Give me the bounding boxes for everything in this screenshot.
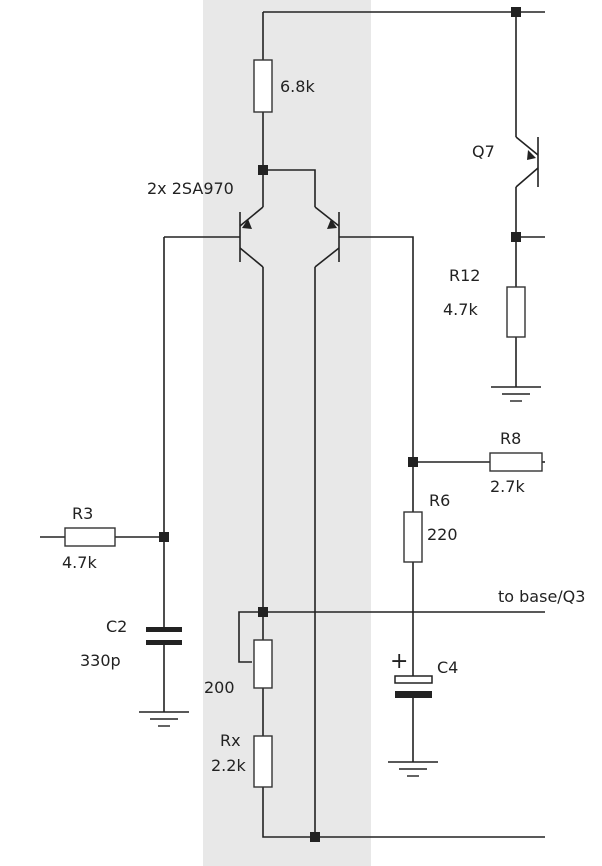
junction-dots bbox=[159, 7, 521, 842]
r6-value: 220 bbox=[427, 525, 458, 544]
resistor-r3 bbox=[64, 527, 116, 547]
resistor-6k8 bbox=[253, 59, 273, 113]
ground-icon bbox=[491, 386, 541, 402]
r8-value: 2.7k bbox=[490, 477, 525, 496]
ground-icon bbox=[388, 761, 438, 777]
c4-plus-sign: + bbox=[390, 649, 408, 674]
q7-label: Q7 bbox=[472, 142, 495, 161]
r6-name: R6 bbox=[429, 491, 450, 510]
r3-value: 4.7k bbox=[62, 553, 97, 572]
c4-name: C4 bbox=[437, 658, 458, 677]
resistor-r8 bbox=[489, 452, 543, 472]
r8-name: R8 bbox=[500, 429, 521, 448]
r3-name: R3 bbox=[72, 504, 93, 523]
c2-value: 330p bbox=[80, 651, 121, 670]
pot-value: 200 bbox=[204, 678, 235, 697]
rx-value: 2.2k bbox=[211, 756, 246, 775]
r12-name: R12 bbox=[449, 266, 480, 285]
highlight-band bbox=[203, 0, 371, 866]
r12-value: 4.7k bbox=[443, 300, 478, 319]
wires bbox=[40, 11, 545, 838]
resistor-r12 bbox=[506, 286, 526, 338]
ground-icon bbox=[139, 711, 189, 727]
capacitor-c4 bbox=[394, 675, 433, 698]
resistor-r6 bbox=[403, 511, 423, 563]
transistor-arrows bbox=[242, 150, 536, 229]
transistor-pair-label: 2x 2SA970 bbox=[147, 179, 234, 198]
c2-name: C2 bbox=[106, 617, 127, 636]
to-base-label: to base/Q3 bbox=[498, 587, 585, 606]
r-top-value: 6.8k bbox=[280, 77, 315, 96]
resistor-rx bbox=[253, 735, 273, 788]
capacitor-c2 bbox=[146, 627, 182, 645]
rx-name: Rx bbox=[220, 731, 241, 750]
potentiometer-200 bbox=[253, 639, 273, 689]
